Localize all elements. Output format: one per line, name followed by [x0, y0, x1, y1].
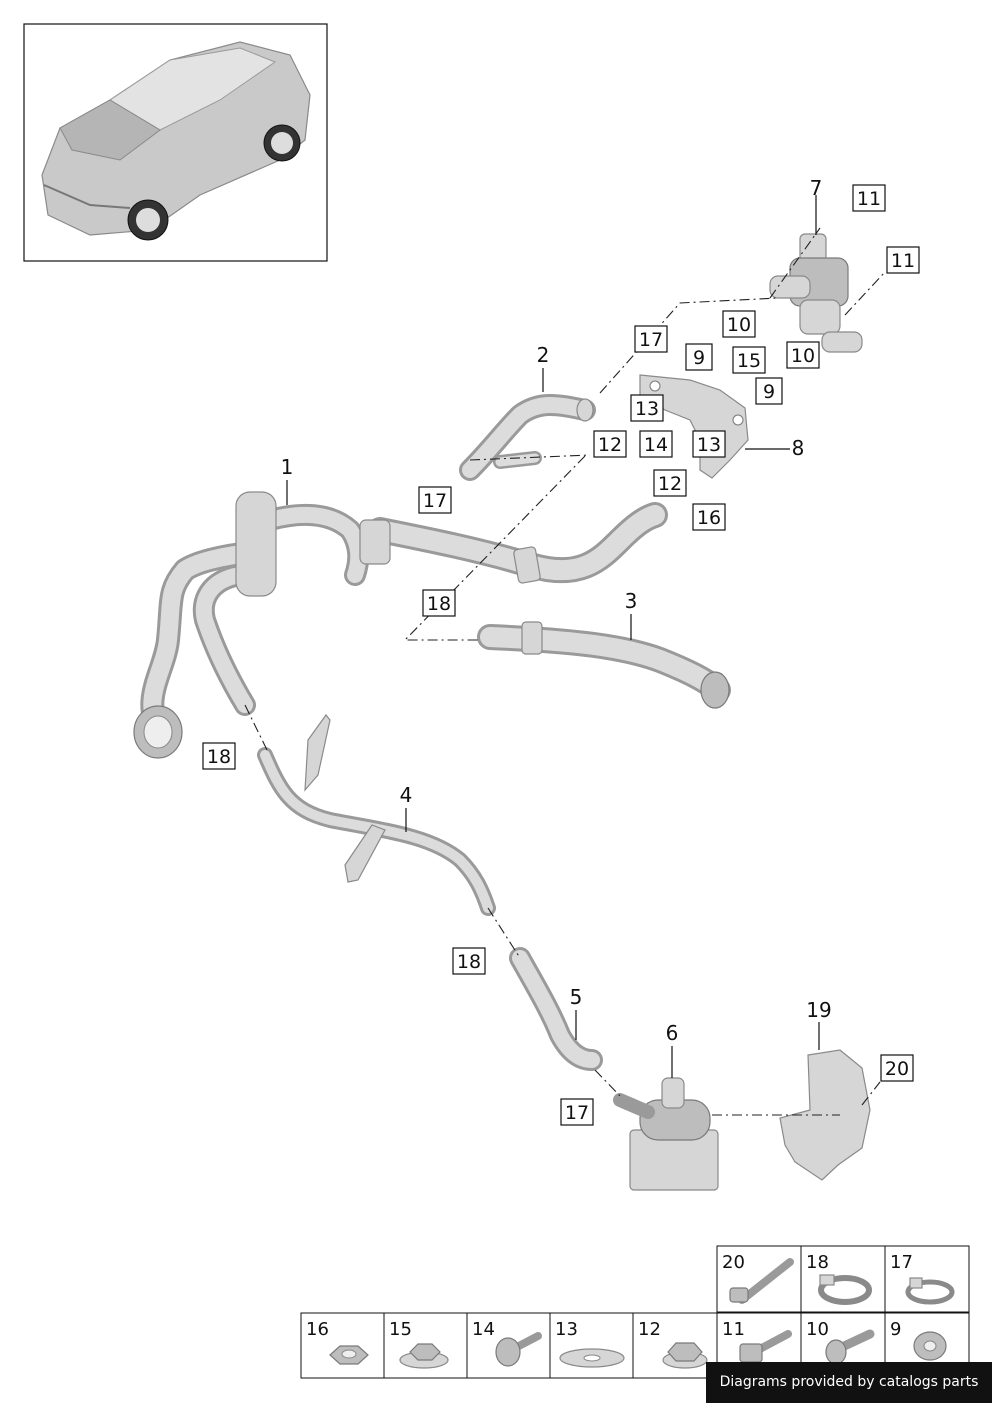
vehicle-thumbnail — [23, 23, 328, 262]
boxed-callout-10-upper: 10 — [722, 310, 756, 338]
bolt-20-icon — [729, 1258, 794, 1304]
boxed-callout-11-top: 11 — [852, 184, 886, 212]
callout-6: 6 — [666, 1021, 679, 1045]
callout-7: 7 — [810, 176, 823, 200]
boxed-callout-18-middle: 18 — [422, 589, 456, 617]
callout-4: 4 — [400, 783, 413, 807]
boxed-callout-13-right: 13 — [692, 430, 726, 458]
coolant-hose-3 — [477, 621, 731, 709]
coolant-hose-4 — [257, 714, 496, 916]
svg-text:13: 13 — [635, 398, 659, 420]
coolant-pump-6 — [613, 1077, 719, 1191]
svg-text:11: 11 — [857, 188, 881, 210]
legend-cell-16: 16 — [306, 1319, 329, 1340]
boxed-callout-17-upper: 17 — [634, 325, 668, 353]
boxed-callout-15: 15 — [732, 346, 766, 374]
svg-text:20: 20 — [885, 1058, 909, 1080]
bolt-10-icon — [825, 1329, 875, 1365]
svg-text:16: 16 — [697, 507, 721, 529]
boxed-callout-9-upper: 9 — [685, 343, 713, 371]
boxed-callout-18-left: 18 — [202, 742, 236, 770]
svg-text:18: 18 — [207, 746, 231, 768]
coolant-hose-assembly-1 — [133, 491, 668, 759]
svg-text:9: 9 — [763, 381, 775, 403]
callout-3: 3 — [625, 589, 638, 613]
dash-leaders — [244, 227, 886, 1116]
callout-19: 19 — [806, 998, 831, 1022]
shield-19 — [779, 1049, 871, 1181]
boxed-callout-10-lower: 10 — [786, 341, 820, 369]
boxed-callout-18-lower: 18 — [452, 947, 486, 975]
legend-cell-17: 17 — [890, 1252, 913, 1273]
svg-text:10: 10 — [727, 314, 751, 336]
boxed-callout-14: 14 — [639, 430, 673, 458]
legend-cell-13: 13 — [555, 1319, 578, 1340]
boxed-callout-17-lower: 17 — [560, 1098, 594, 1126]
legend-cell-9: 9 — [890, 1319, 901, 1340]
boxed-callout-20: 20 — [880, 1054, 914, 1082]
legend-cell-12: 12 — [638, 1319, 661, 1340]
valve-7 — [769, 233, 863, 353]
svg-text:13: 13 — [697, 434, 721, 456]
svg-text:12: 12 — [598, 434, 622, 456]
boxed-callout-16: 16 — [692, 503, 726, 531]
grommet-9-icon — [913, 1331, 947, 1361]
boxed-callout-12-left: 12 — [593, 430, 627, 458]
solid-leaders — [286, 195, 820, 1078]
nut-16-icon — [329, 1345, 369, 1365]
svg-text:18: 18 — [427, 593, 451, 615]
callout-labels: 1 2 3 4 5 6 7 8 19 — [281, 176, 832, 1045]
legend-cell-10: 10 — [806, 1319, 829, 1340]
legend-cell-14: 14 — [472, 1319, 495, 1340]
washer-13-icon — [559, 1348, 625, 1368]
svg-text:17: 17 — [565, 1102, 589, 1124]
svg-text:14: 14 — [644, 434, 668, 456]
svg-text:18: 18 — [457, 951, 481, 973]
callout-8: 8 — [792, 436, 805, 460]
svg-text:12: 12 — [658, 473, 682, 495]
bracket-8 — [639, 374, 749, 479]
bolt-11-icon — [739, 1330, 792, 1363]
svg-text:17: 17 — [639, 329, 663, 351]
nut-15-icon — [399, 1343, 449, 1369]
nut-12-icon — [662, 1342, 708, 1369]
boxed-callout-13-left: 13 — [630, 394, 664, 422]
callout-5: 5 — [570, 985, 583, 1009]
boxed-callout-12-right: 12 — [653, 469, 687, 497]
footer-credit-badge: Diagrams provided by catalogs parts — [706, 1362, 992, 1403]
legend-cell-11: 11 — [722, 1319, 745, 1340]
svg-text:15: 15 — [737, 350, 761, 372]
coolant-hose-5 — [509, 947, 603, 1071]
boxed-callout-17-middle: 17 — [418, 486, 452, 514]
bolt-14-icon — [495, 1332, 542, 1367]
legend-cell-15: 15 — [389, 1319, 412, 1340]
boxed-callout-11-right: 11 — [886, 246, 920, 274]
svg-text:9: 9 — [693, 347, 705, 369]
callout-2: 2 — [537, 343, 550, 367]
svg-text:17: 17 — [423, 490, 447, 512]
legend-cell-18: 18 — [806, 1252, 829, 1273]
small-parts-legend: 20 18 17 16 15 14 13 12 11 10 — [300, 1245, 970, 1379]
boxed-callout-9-lower: 9 — [755, 377, 783, 405]
svg-text:11: 11 — [891, 250, 915, 272]
svg-text:10: 10 — [791, 345, 815, 367]
boxed-callouts: 11 11 17 10 9 15 10 9 13 12 14 13 12 16 … — [202, 184, 920, 1126]
legend-cell-20: 20 — [722, 1252, 745, 1273]
callout-1: 1 — [281, 455, 294, 479]
coolant-hose-2 — [459, 394, 596, 481]
clamp-17-icon — [905, 1277, 955, 1305]
clamp-18-icon — [818, 1274, 872, 1305]
